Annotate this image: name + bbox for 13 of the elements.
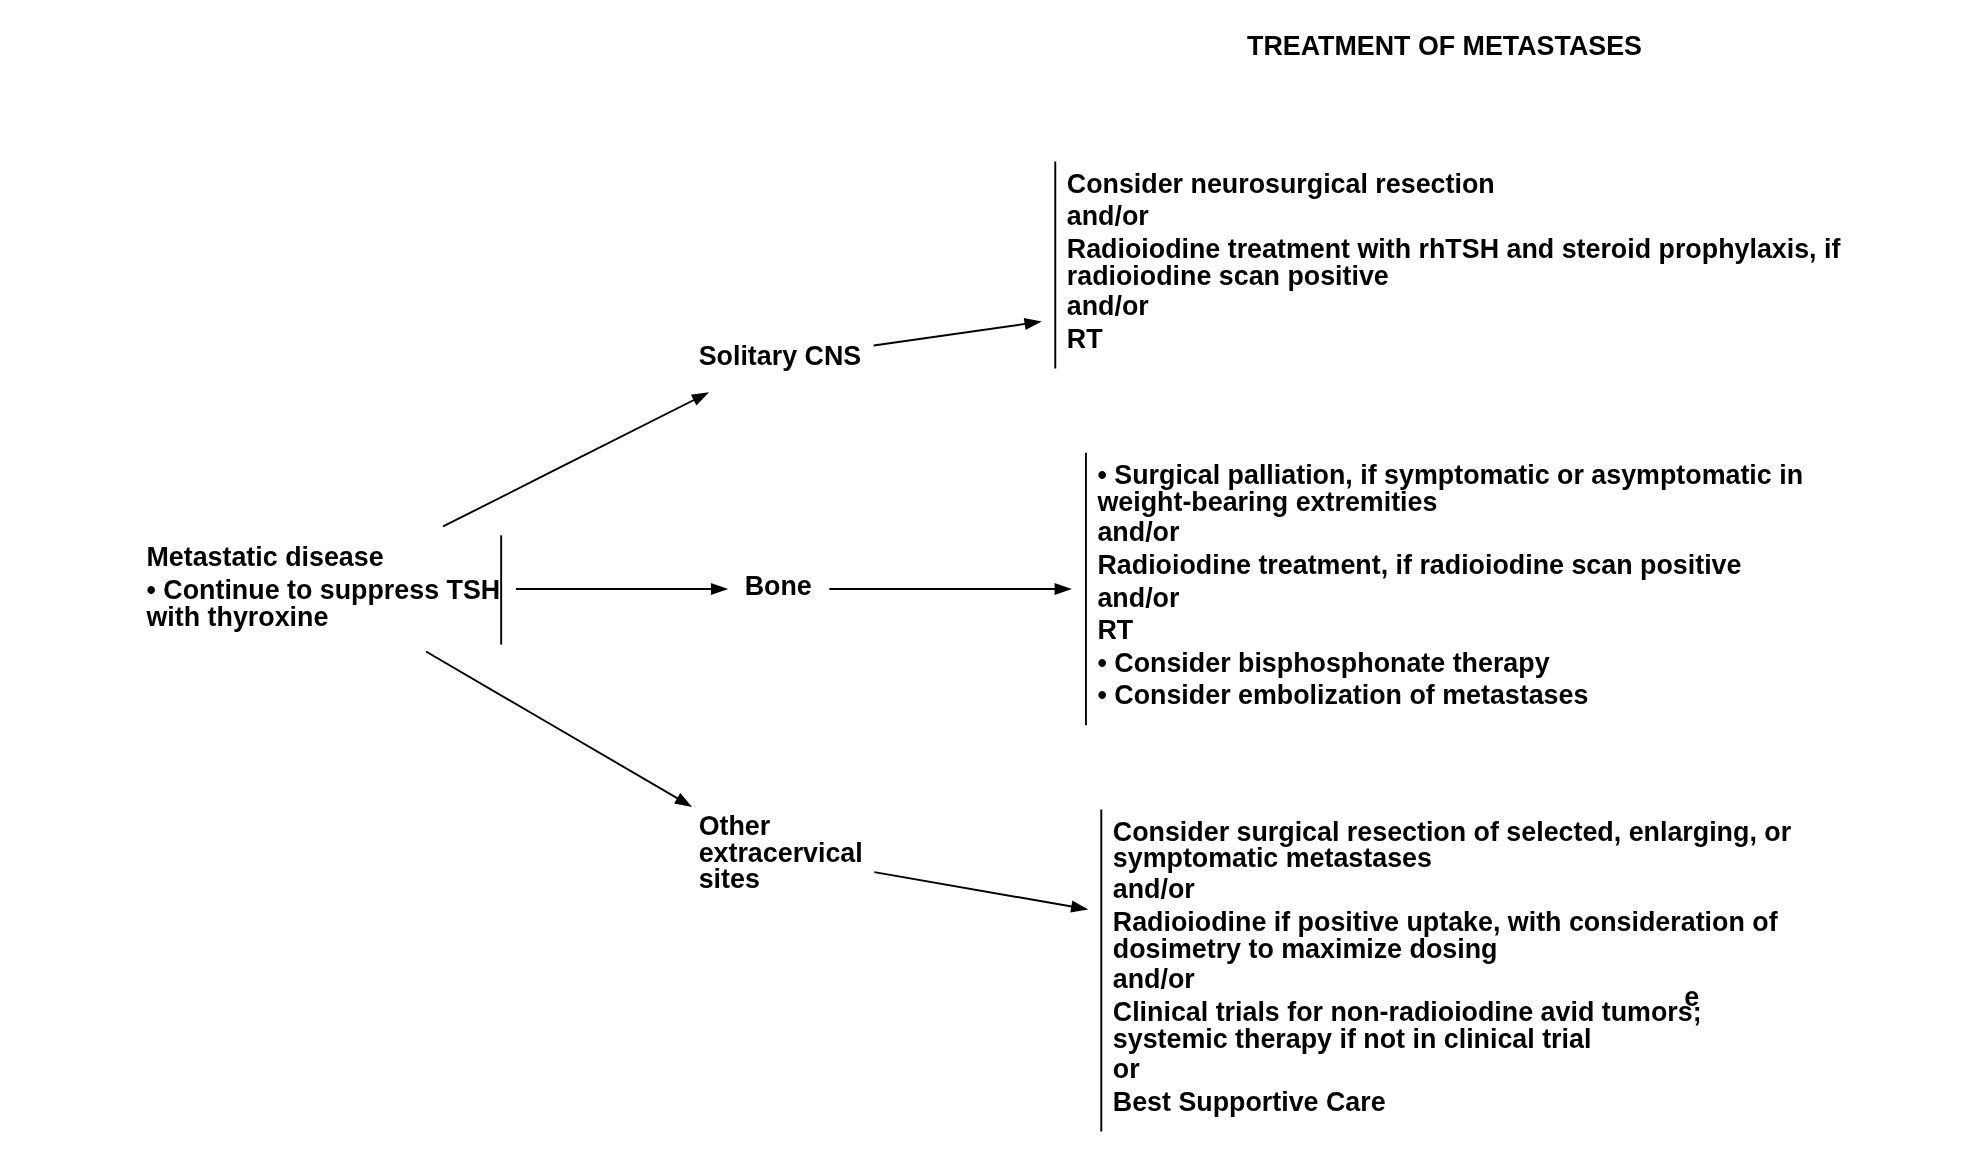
node-text: Metastatic disease • Continue to suppress TSH with thyroxine xyxy=(146,542,501,632)
node-text: • Surgical palliation, if symptomatic or asymptomatic in weight-bearing extremities and/or Radioiodine treatment, if radioiodine scan positive and/or RT • Consider bisphosphonate therapy • Consider embolization of metastases xyxy=(1097,459,1804,711)
label: TREATMENT OF METASTASES xyxy=(1247,31,1642,62)
node-text: Consider neurosurgical resection and/or Radioiodine treatment with rhTSH and steroid prophylaxis, if radioiodine scan positive and/or RT xyxy=(1066,168,1841,354)
arrow xyxy=(873,871,1089,913)
arrow xyxy=(828,582,1072,596)
node-text: Bone xyxy=(744,571,812,602)
node-text: Other extracervical sites xyxy=(698,810,863,895)
node-text: Solitary CNS xyxy=(698,341,862,372)
arrow xyxy=(425,650,693,807)
arrow xyxy=(442,392,710,528)
arrow xyxy=(514,582,729,596)
arrow xyxy=(872,317,1042,347)
